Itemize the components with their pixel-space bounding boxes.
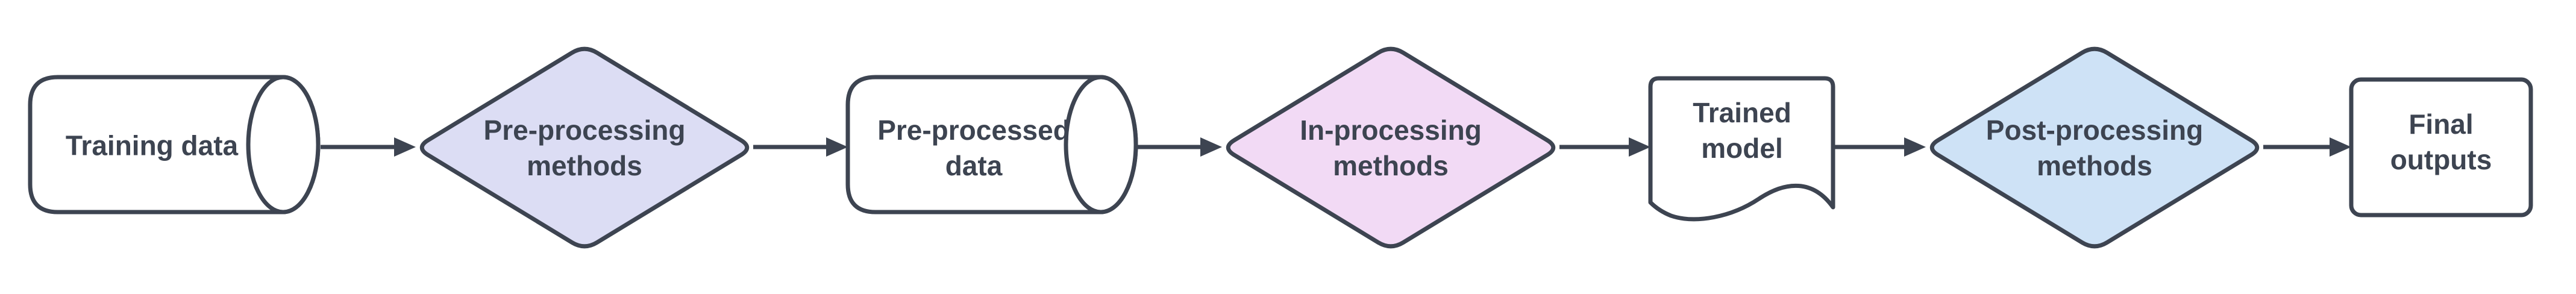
edge-arrow-5 [1833,137,1926,157]
arrow-head-icon [1904,137,1926,157]
arrow-head-icon [2330,137,2351,157]
node-label-pre-processing-methods: Pre-processing methods [483,114,686,181]
arrow-head-icon [394,137,416,157]
node-label-pre-processed-data: Pre-processed data [877,114,1070,181]
edge-arrow-2 [753,137,848,157]
node-label-final-outputs: Final outputs [2390,108,2492,175]
node-label-training-data: Training data [65,130,239,161]
node-label-post-processing-methods: Post-processing methods [1985,114,2204,181]
arrow-head-icon [826,137,848,157]
edge-arrow-6 [2263,137,2351,157]
node-label-in-processing-methods: In-processing methods [1300,114,1482,181]
edge-arrow-4 [1559,137,1650,157]
edge-arrow-1 [321,137,416,157]
arrow-head-icon [1629,137,1650,157]
node-label-trained-model: Trained model [1693,97,1791,164]
arrow-head-icon [1200,137,1222,157]
edge-arrow-3 [1136,137,1222,157]
